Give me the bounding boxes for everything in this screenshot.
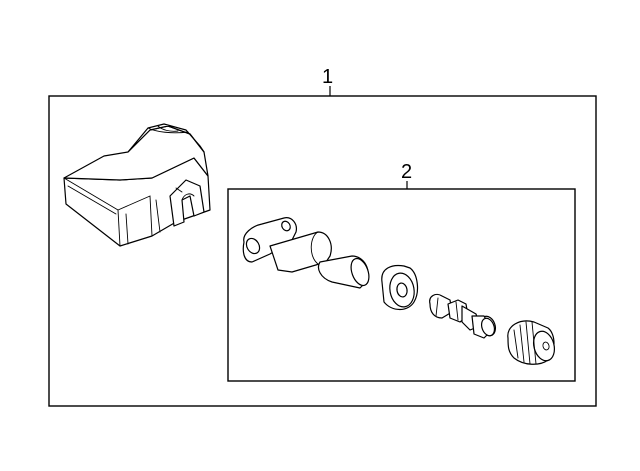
callout-2[interactable]: 2: [401, 161, 412, 189]
assembly-frame: [48, 95, 597, 407]
valve-core[interactable]: [429, 293, 498, 339]
callout-2-label: 2: [401, 161, 412, 183]
valve-cap[interactable]: [507, 320, 558, 365]
sensor-housing[interactable]: [63, 123, 211, 247]
kit-frame: [227, 188, 576, 382]
callout-1-label: 1: [322, 66, 333, 88]
grommet[interactable]: [381, 264, 419, 311]
callout-1[interactable]: 1: [322, 66, 333, 96]
valve-stem[interactable]: [242, 217, 372, 289]
